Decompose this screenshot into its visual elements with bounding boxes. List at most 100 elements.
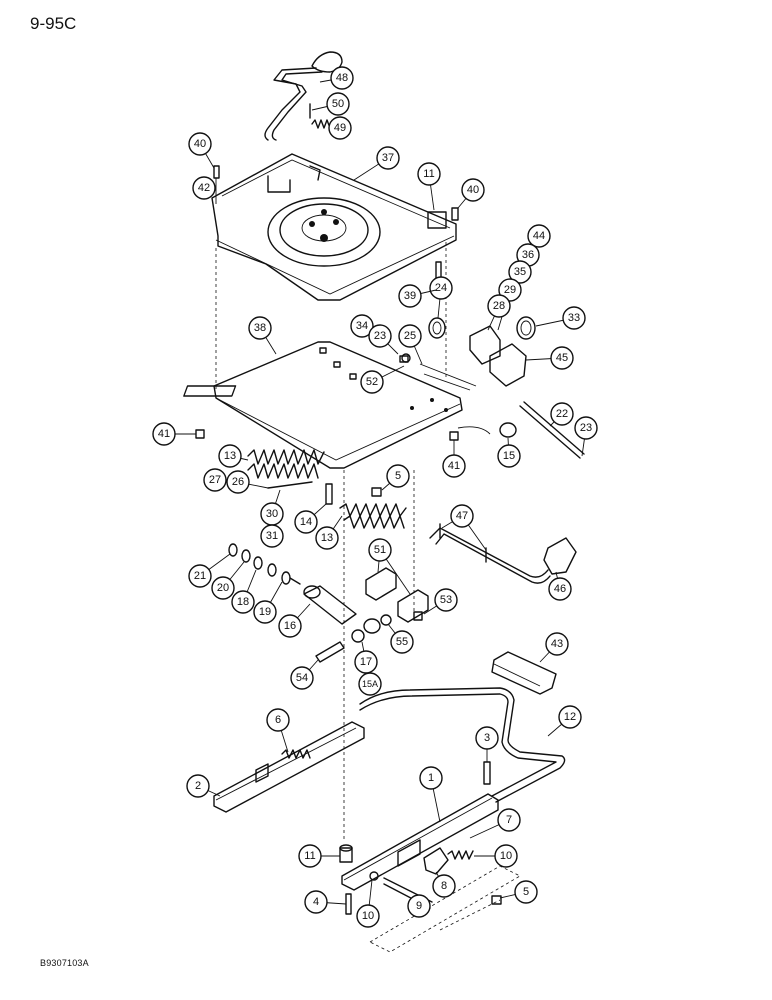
- svg-text:11: 11: [304, 850, 315, 862]
- lever-46: [429, 527, 577, 584]
- svg-text:37: 37: [382, 152, 394, 164]
- svg-text:35: 35: [514, 266, 526, 278]
- svg-text:40: 40: [194, 138, 206, 150]
- svg-text:12: 12: [564, 711, 576, 723]
- svg-text:31: 31: [266, 530, 278, 542]
- nut-5-lower: [491, 895, 502, 905]
- svg-text:7: 7: [506, 814, 512, 826]
- svg-text:3: 3: [484, 732, 490, 744]
- bracket-51-right: [397, 589, 429, 623]
- svg-text:44: 44: [533, 230, 545, 242]
- callout-16: 16: [278, 614, 302, 638]
- svg-text:40: 40: [467, 184, 479, 196]
- callout-54: 54: [290, 666, 314, 690]
- callout-23-lower: 23: [574, 416, 598, 440]
- callout-14: 14: [294, 510, 318, 534]
- bolt-4: [345, 893, 352, 915]
- svg-text:54: 54: [296, 672, 308, 684]
- callout-15: 15: [497, 444, 521, 468]
- washer-10-lower: [369, 871, 379, 881]
- svg-text:16: 16: [284, 620, 296, 632]
- callout-12: 12: [558, 705, 582, 729]
- callout-30: 30: [260, 502, 284, 526]
- callout-52: 52: [360, 370, 384, 394]
- rod-12: [359, 687, 566, 803]
- svg-text:34: 34: [356, 320, 368, 332]
- bracket-51-left: [365, 567, 397, 601]
- callout-35: 35: [508, 260, 532, 284]
- svg-text:43: 43: [551, 638, 563, 650]
- callout-7: 7: [497, 808, 521, 832]
- callout-46: 46: [548, 577, 572, 601]
- callout-42: 42: [192, 176, 216, 200]
- spring-13-lower: [339, 503, 407, 529]
- svg-text:5: 5: [395, 470, 401, 482]
- svg-text:15: 15: [503, 450, 515, 462]
- base-ghost: [369, 865, 521, 953]
- svg-text:18: 18: [237, 596, 249, 608]
- svg-text:33: 33: [568, 312, 580, 324]
- svg-text:48: 48: [336, 72, 348, 84]
- svg-text:47: 47: [456, 510, 468, 522]
- svg-text:10: 10: [500, 850, 512, 862]
- svg-text:49: 49: [334, 122, 346, 134]
- spring-10-upper: [447, 850, 474, 860]
- callout-34: 34: [350, 314, 374, 338]
- callout-26: 26: [226, 470, 250, 494]
- callout-5-upper: 5: [386, 464, 410, 488]
- callout-28: 28: [487, 294, 511, 318]
- callout-11-upper: 11: [417, 162, 441, 186]
- washers-18-21: [228, 543, 291, 585]
- svg-text:6: 6: [275, 714, 281, 726]
- callout-39: 39: [398, 284, 422, 308]
- spring-6: [281, 749, 311, 759]
- svg-text:23: 23: [374, 330, 386, 342]
- cam-8: [423, 847, 449, 875]
- svg-text:24: 24: [435, 282, 447, 294]
- slide-rail-2: [213, 721, 365, 813]
- svg-text:20: 20: [217, 582, 229, 594]
- bolt-14: [325, 483, 333, 505]
- callout-50: 50: [326, 92, 350, 116]
- callout-45: 45: [550, 346, 574, 370]
- svg-text:41: 41: [448, 460, 460, 472]
- page-number: 9-95C: [30, 14, 77, 33]
- callout-20: 20: [211, 576, 235, 600]
- callout-33: 33: [562, 306, 586, 330]
- rod-22: [519, 401, 585, 459]
- svg-text:46: 46: [554, 583, 566, 595]
- callout-1: 1: [419, 766, 443, 790]
- svg-text:53: 53: [440, 594, 452, 606]
- callout-9: 9: [407, 894, 431, 918]
- slide-rail-1: [341, 793, 499, 891]
- callout-44: 44: [527, 224, 551, 248]
- pin-54: [315, 641, 345, 663]
- swivel-plate: [211, 153, 457, 301]
- svg-text:22: 22: [556, 408, 568, 420]
- callout-27: 27: [203, 468, 227, 492]
- callout-49: 49: [328, 116, 352, 140]
- bushing-15: [499, 422, 517, 438]
- callout-22: 22: [550, 402, 574, 426]
- svg-text:4: 4: [313, 896, 319, 908]
- callout-5-lower: 5: [514, 880, 538, 904]
- svg-text:45: 45: [556, 352, 568, 364]
- pins-47: [439, 523, 487, 563]
- callout-48: 48: [330, 66, 354, 90]
- callout-13-lower: 13: [315, 526, 339, 550]
- callout-43: 43: [545, 632, 569, 656]
- svg-text:51: 51: [374, 544, 386, 556]
- callout-18: 18: [231, 590, 255, 614]
- svg-text:11: 11: [423, 168, 434, 180]
- callout-15a: 15A: [358, 672, 382, 696]
- callout-51: 51: [368, 538, 392, 562]
- callout-36: 36: [516, 243, 540, 267]
- callout-2: 2: [186, 774, 210, 798]
- callout-41-right: 41: [442, 454, 466, 478]
- bushing-11-lower: [339, 844, 353, 863]
- callout-40-left: 40: [188, 132, 212, 156]
- svg-text:14: 14: [300, 516, 312, 528]
- latch-assembly: [399, 316, 536, 391]
- svg-text:28: 28: [493, 300, 505, 312]
